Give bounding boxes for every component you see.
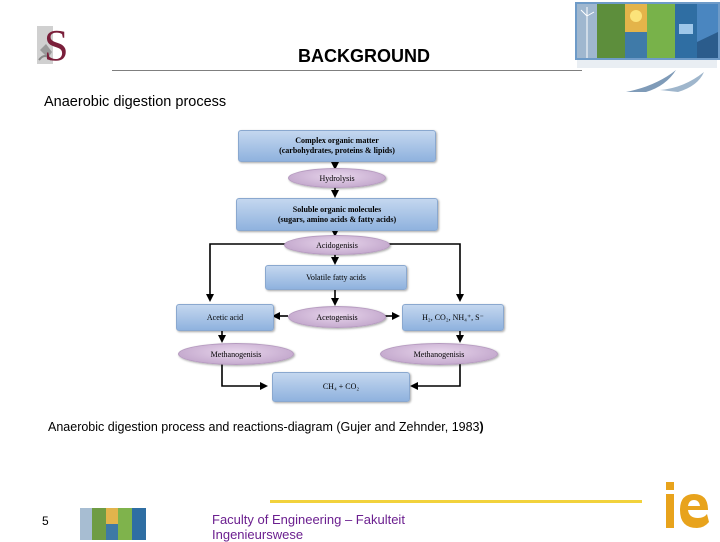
caption-text: Anaerobic digestion process and reaction… bbox=[48, 420, 480, 434]
complex-organic-matter-label: Complex organic matter bbox=[295, 136, 379, 145]
methane-co2-label: CH₄ + CO₂ bbox=[322, 382, 360, 391]
blue-swirl-icon bbox=[620, 62, 720, 96]
methanogenisis-left-step: Methanogenisis bbox=[178, 343, 294, 365]
soluble-organic-molecules-detail: (sugars, amino acids & fatty acids) bbox=[277, 214, 397, 224]
volatile-fatty-acids-box: Volatile fatty acids bbox=[265, 265, 407, 290]
methanogenisis-right-label: Methanogenisis bbox=[413, 349, 465, 359]
complex-organic-matter-detail: (carbohydrates, proteins & lipids) bbox=[279, 146, 395, 155]
header-divider bbox=[112, 70, 582, 71]
diagram-caption: Anaerobic digestion process and reaction… bbox=[48, 420, 484, 434]
faculty-name: Faculty of Engineering – Fakulteit Ingen… bbox=[212, 512, 405, 542]
complex-organic-matter-box: Complex organic matter (carbohydrates, p… bbox=[238, 130, 436, 162]
gases-box: H₂, CO₂, NH₄⁺, S⁻ bbox=[402, 304, 504, 331]
anaerobic-digestion-diagram: Complex organic matter (carbohydrates, p… bbox=[170, 128, 510, 408]
banner-caption bbox=[577, 60, 717, 68]
acetic-acid-box: Acetic acid bbox=[176, 304, 274, 331]
hydrolysis-label: Hydrolysis bbox=[319, 173, 355, 183]
acetogenisis-step: Acetogenisis bbox=[288, 306, 386, 328]
acetic-acid-label: Acetic acid bbox=[206, 312, 244, 322]
slide-title: BACKGROUND bbox=[298, 46, 430, 66]
methanogenisis-left-label: Methanogenisis bbox=[210, 349, 262, 359]
acidogenisis-step: Acidogenisis bbox=[284, 235, 390, 255]
landscape-photo-strip bbox=[80, 508, 146, 540]
hydrolysis-step: Hydrolysis bbox=[288, 168, 386, 188]
volatile-fatty-acids-label: Volatile fatty acids bbox=[306, 272, 366, 282]
gases-label: H₂, CO₂, NH₄⁺, S⁻ bbox=[422, 312, 484, 322]
ie-faculty-logo bbox=[662, 480, 710, 532]
methane-co2-products-box: CH₄ + CO₂ bbox=[272, 372, 410, 402]
acidogenisis-label: Acidogenisis bbox=[316, 240, 358, 250]
renewable-energy-banner bbox=[575, 2, 720, 68]
soluble-organic-molecules-box: Soluble organic molecules (sugars, amino… bbox=[236, 198, 438, 231]
slide-subtitle: Anaerobic digestion process bbox=[44, 94, 227, 110]
methanogenisis-right-step: Methanogenisis bbox=[380, 343, 498, 365]
soluble-organic-molecules-label: Soluble organic molecules bbox=[292, 204, 382, 214]
svg-text:S: S bbox=[44, 21, 68, 70]
acetogenisis-label: Acetogenisis bbox=[316, 312, 358, 322]
caption-close-paren: ) bbox=[479, 420, 484, 434]
university-logo: S bbox=[36, 20, 80, 70]
slide-number: 5 bbox=[42, 514, 49, 528]
footer-divider bbox=[270, 500, 642, 503]
